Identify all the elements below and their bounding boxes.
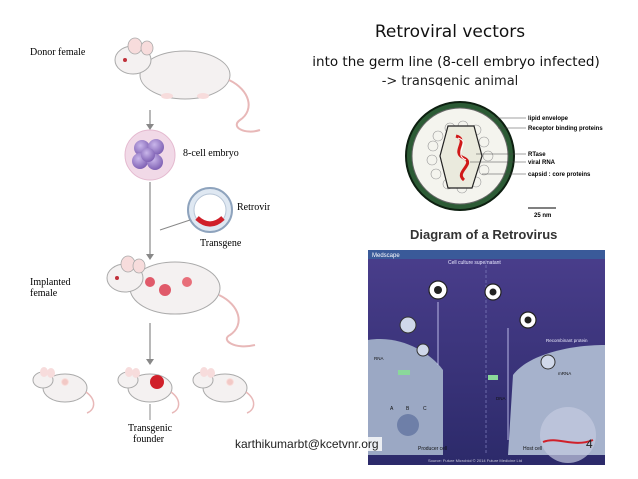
label-implanted-2: female	[30, 288, 58, 299]
label-donor: Donor female	[30, 47, 86, 58]
slide-subtitle: into the germ line (8-cell embryo infect…	[312, 54, 600, 70]
virus-label-capsid: capsid : core proteins	[528, 172, 591, 178]
label-founder-2: founder	[133, 434, 165, 445]
label-founder-1: Transgenic	[128, 423, 173, 434]
offspring-mouse-1	[32, 367, 95, 414]
virus-scale-label: 25 nm	[534, 213, 551, 219]
page-number: 4	[586, 437, 593, 451]
offspring-mouse-3	[192, 367, 255, 414]
medscape-label-recombinant: Recombinant protein	[546, 338, 588, 343]
producer-cell	[368, 339, 443, 455]
medscape-label-host: Host cell	[523, 446, 542, 452]
medscape-label-b: B	[406, 406, 410, 412]
footer-email: karthikumarbt@kcetvnr.org	[232, 437, 382, 451]
label-transgene: Transgene	[200, 238, 242, 249]
embryo-cell	[124, 129, 176, 181]
offspring-mouse-transgenic	[117, 367, 180, 414]
retrovirus-structure-diagram: lipid envelope Receptor binding proteins…	[405, 101, 603, 219]
host-cell	[508, 345, 605, 463]
medscape-label-a: A	[390, 406, 394, 412]
implanted-female-mouse	[106, 255, 256, 348]
retrovirus-particle	[187, 187, 233, 233]
retrovirus-diagram-caption: Diagram of a Retrovirus	[410, 227, 558, 242]
medscape-label-producer: Producer cell	[418, 446, 447, 452]
transgenic-mouse-diagram: Donor female 8-cell embryo Retrovirus Tr…	[30, 37, 270, 445]
medscape-label-rna: RNA	[374, 356, 384, 361]
label-retrovirus: Retrovirus	[237, 202, 270, 213]
medscape-label-dna: DNA	[496, 396, 506, 401]
virus-label-rna: viral RNA	[528, 160, 556, 166]
virus-label-receptor: Receptor binding proteins	[528, 126, 603, 132]
virus-label-envelope: lipid envelope	[528, 116, 569, 122]
medscape-source: Source: Future Microbiol © 2014 Future M…	[428, 458, 522, 463]
medscape-label-mrna: mRNA	[558, 371, 571, 376]
medscape-label-c: C	[423, 406, 427, 412]
medscape-panel: Medscape Cell culture supernatant RNA DN…	[368, 250, 605, 465]
donor-mouse	[114, 37, 261, 133]
label-embryo: 8-cell embryo	[183, 148, 239, 159]
virion-particles	[399, 280, 556, 370]
slide-title: Retroviral vectors	[374, 22, 526, 42]
virus-label-rtase: RTase	[528, 152, 546, 158]
medscape-header: Medscape	[372, 253, 400, 259]
label-implanted-1: Implanted	[30, 277, 71, 288]
medscape-top-label: Cell culture supernatant	[448, 260, 501, 266]
slide-subtitle-partial: -> transgenic animal	[381, 74, 519, 86]
